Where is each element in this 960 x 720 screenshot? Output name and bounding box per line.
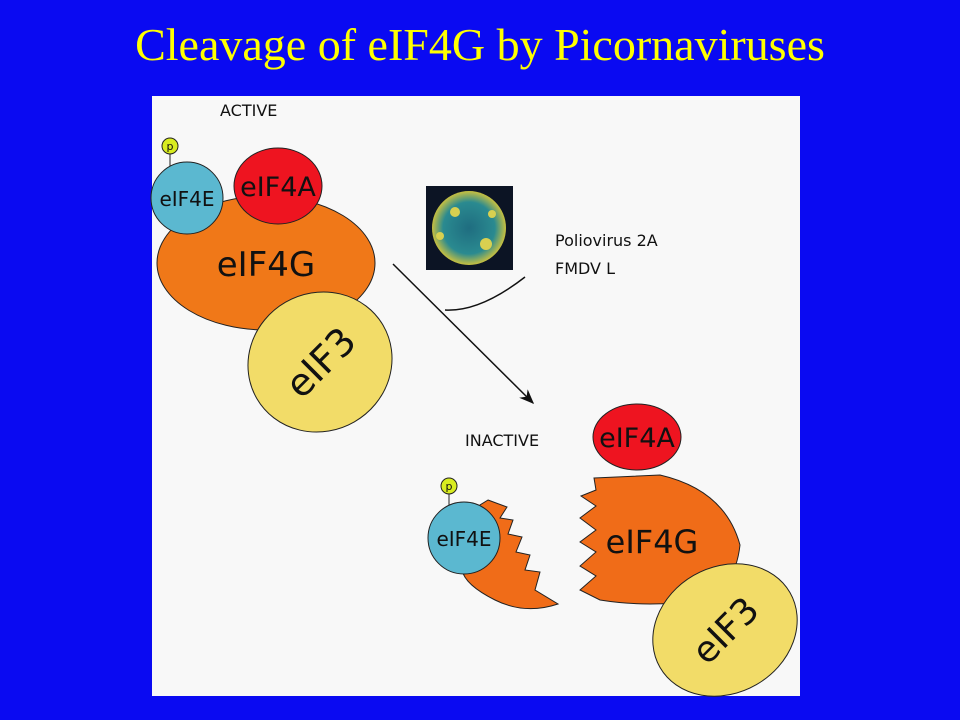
svg-text:eIF4A: eIF4A [240, 172, 316, 203]
cleavage-arrow [392, 263, 535, 405]
protease-poliovirus-2a: Poliovirus 2A [555, 231, 658, 250]
svg-text:eIF4G: eIF4G [217, 245, 315, 285]
protease-fmdv-l: FMDV L [555, 259, 615, 278]
protease-branch-line [444, 276, 526, 311]
inactive-phosphate: p [440, 477, 458, 495]
poliovirus-image [426, 186, 513, 270]
inactive-label: INACTIVE [465, 431, 539, 450]
active-eif3: eIF3 [247, 291, 393, 433]
inactive-eif4e: eIF4E [427, 494, 501, 575]
inactive-eif3: eIF3 [652, 563, 798, 697]
inactive-eif4a: eIF4A [592, 403, 682, 471]
svg-text:eIF4A: eIF4A [599, 423, 675, 454]
slide-title: Cleavage of eIF4G by Picornaviruses [135, 19, 825, 70]
active-eif4a: eIF4A [233, 147, 323, 225]
svg-text:eIF4G: eIF4G [606, 523, 699, 561]
svg-text:p: p [167, 140, 174, 153]
active-label: ACTIVE [220, 101, 277, 120]
active-eif4e: eIF4E [150, 153, 224, 235]
svg-text:eIF4E: eIF4E [159, 187, 214, 211]
svg-text:eIF4E: eIF4E [436, 527, 491, 551]
svg-text:p: p [446, 480, 453, 493]
active-phosphate: p [161, 137, 179, 155]
